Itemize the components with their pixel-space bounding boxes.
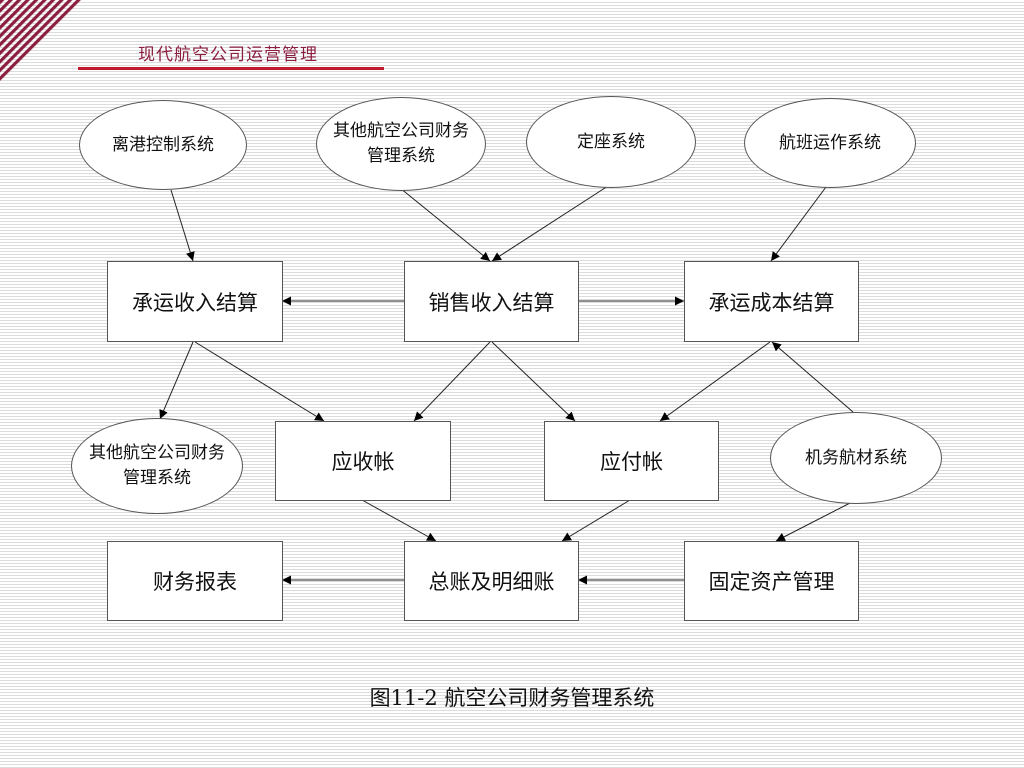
figure-caption: 图11-2 航空公司财务管理系统 (369, 686, 655, 710)
arrow-sales-to-receivables (413, 341, 491, 422)
arrow-reservation-to-sales (491, 185, 609, 262)
flight-operations-system: 航班运作系统 (744, 98, 916, 188)
arrow-carriage-cost-to-payables (659, 341, 771, 422)
departure-control-system: 离港控制系统 (79, 100, 247, 190)
arrow-maintenance-to-fixed-assets (775, 501, 853, 542)
arrow-payables-to-ledger (561, 499, 631, 542)
corner-decoration (0, 0, 84, 84)
arrow-maintenance-to-carriage-cost (771, 341, 854, 413)
accounts-payable-box: 应付帐 (544, 421, 719, 501)
header-title: 现代航空公司运营管理 (138, 45, 318, 65)
arrow-otherfinance-to-sales (399, 187, 491, 262)
carriage-cost-settlement-box: 承运成本结算 (684, 261, 859, 342)
arrow-sales-to-payables (491, 341, 576, 422)
arrow-receivables-to-ledger (361, 499, 437, 542)
other-airline-finance-system-top: 其他航空公司财务管理系统 (316, 97, 486, 191)
carriage-revenue-settlement-box: 承运收入结算 (107, 261, 283, 342)
accounts-receivable-box: 应收帐 (275, 421, 451, 501)
maintenance-materials-system: 机务航材系统 (770, 412, 942, 504)
arrow-carriage-revenue-to-otherfinance (159, 341, 194, 420)
sales-revenue-settlement-box: 销售收入结算 (404, 261, 579, 342)
arrow-departure-to-carriage-revenue (170, 189, 195, 262)
general-ledger-box: 总账及明细账 (404, 541, 579, 621)
arrow-flightops-to-carriage-cost (770, 186, 827, 262)
fixed-assets-box: 固定资产管理 (684, 541, 859, 621)
header-underline (78, 67, 384, 70)
other-airline-finance-system-left: 其他航空公司财务管理系统 (71, 418, 243, 514)
financial-statements-box: 财务报表 (107, 541, 283, 621)
arrow-carriage-revenue-to-receivables (194, 341, 325, 422)
reservation-system: 定座系统 (526, 96, 696, 188)
